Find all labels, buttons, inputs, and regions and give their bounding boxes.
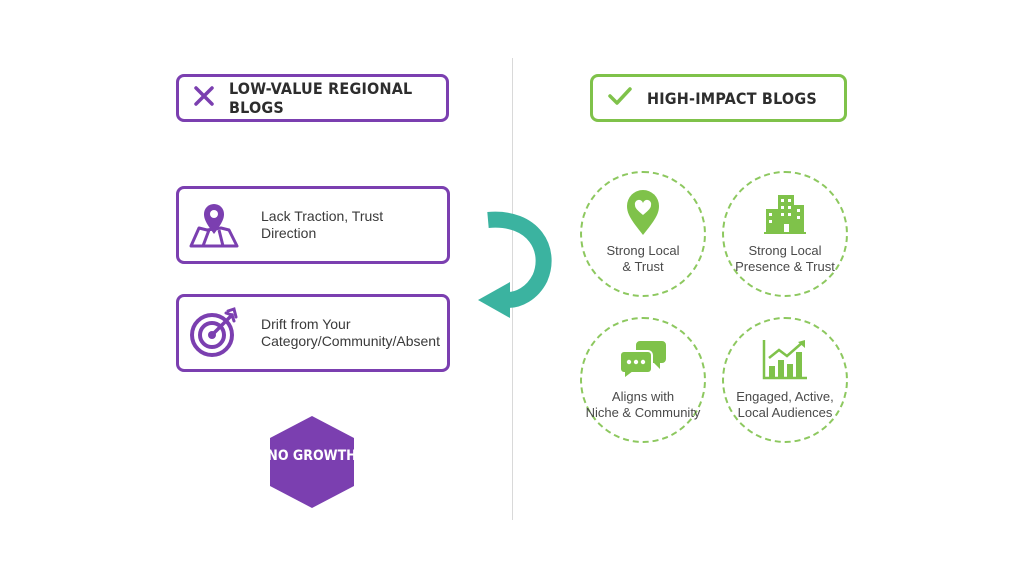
check-mark-icon — [607, 85, 633, 112]
benefit-label: Strong Local & Trust — [606, 243, 680, 274]
high-impact-header: HIGH-IMPACT BLOGS — [590, 74, 847, 122]
issue-card-drift: Drift from Your Category/Community/Absen… — [176, 294, 450, 372]
benefit-local-trust: Strong Local & Trust — [580, 171, 706, 297]
benefit-label: Strong Local Presence & Trust — [735, 243, 835, 274]
heart-pin-icon — [625, 189, 661, 237]
benefit-niche-alignment: Aligns with Niche & Community — [580, 317, 706, 443]
benefit-engaged-audiences: Engaged, Active, Local Audiences — [722, 317, 848, 443]
chat-bubbles-icon — [618, 335, 668, 383]
target-icon — [179, 307, 249, 359]
growth-chart-icon — [761, 335, 809, 383]
benefit-label: Engaged, Active, Local Audiences — [736, 389, 834, 420]
issue-label: Lack Traction, Trust Direction — [261, 208, 384, 241]
issue-label: Drift from Your Category/Community/Absen… — [261, 316, 440, 349]
no-growth-label: NO GROWTH — [267, 448, 357, 464]
low-value-header: LOW-VALUE REGIONAL BLOGS — [176, 74, 449, 122]
x-mark-icon — [193, 85, 215, 112]
curved-arrow-icon — [478, 211, 552, 318]
center-divider — [512, 58, 513, 520]
benefit-label: Aligns with Niche & Community — [585, 389, 701, 420]
low-value-header-text: LOW-VALUE REGIONAL BLOGS — [229, 79, 413, 117]
map-pin-icon — [179, 200, 249, 250]
issue-card-traction: Lack Traction, Trust Direction — [176, 186, 450, 264]
high-impact-header-text: HIGH-IMPACT BLOGS — [647, 88, 817, 108]
no-growth-badge — [270, 416, 354, 508]
buildings-icon — [762, 189, 808, 237]
benefit-local-presence: Strong Local Presence & Trust — [722, 171, 848, 297]
